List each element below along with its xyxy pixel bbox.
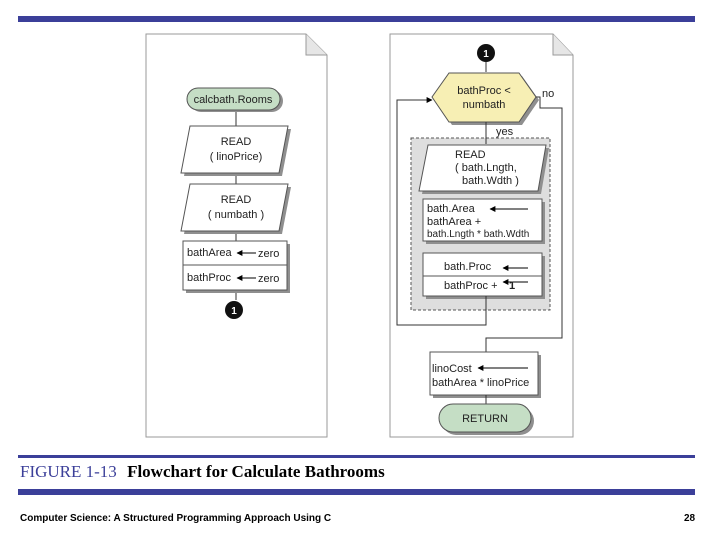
- figure-title: Flowchart for Calculate Bathrooms: [127, 462, 385, 481]
- figure-number: FIGURE 1-13: [20, 462, 117, 481]
- cost-line2: bathArea * linoPrice: [432, 377, 529, 389]
- left-connector: 1: [225, 301, 243, 319]
- proc-increment-box: bath.Proc bathProc + 1: [422, 252, 545, 299]
- return-label: RETURN: [462, 413, 508, 425]
- assign-var-1: bathArea: [187, 247, 233, 259]
- read1-line2: ( linoPrice): [210, 151, 263, 163]
- read1-line1: READ: [221, 136, 252, 148]
- assign-var-2: bathProc: [187, 272, 232, 284]
- assign-value-2: zero: [258, 273, 279, 285]
- right-flowchart-page: 1 bathProc < numbath no yes READ ( bath.…: [389, 33, 574, 438]
- right-connector: 1: [477, 44, 495, 62]
- area-calc-box: bath.Area bathArea + bath.Lngth * bath.W…: [422, 198, 545, 244]
- assign-value-1: zero: [258, 248, 279, 260]
- left-flowchart-page: calcbath.Rooms READ ( linoPrice) READ ( …: [145, 33, 328, 438]
- read-line1: READ: [455, 149, 486, 161]
- caption-rule-bottom: [18, 489, 695, 495]
- area-line3: bath.Lngth * bath.Wdth: [427, 229, 529, 240]
- read2-line2: ( numbath ): [208, 209, 264, 221]
- cost-line1: linoCost: [432, 363, 472, 375]
- start-terminal: calcbath.Rooms: [186, 87, 283, 112]
- return-terminal: RETURN: [438, 403, 534, 435]
- proc-line1: bath.Proc: [444, 261, 492, 273]
- footer-course-title: Computer Science: A Structured Programmi…: [20, 513, 332, 524]
- top-rule: [18, 16, 695, 22]
- start-label: calcbath.Rooms: [194, 94, 273, 106]
- no-label: no: [542, 88, 554, 100]
- yes-label: yes: [496, 126, 514, 138]
- page-number: 28: [684, 513, 696, 524]
- read2-line1: READ: [221, 194, 252, 206]
- read-line3: bath.Wdth ): [462, 175, 519, 187]
- proc-line2: bathProc +: [444, 280, 498, 292]
- initialize-box: bathArea zero bathProc zero: [182, 240, 290, 293]
- cost-calc-box: linoCost bathArea * linoPrice: [429, 351, 541, 398]
- read-line2: ( bath.Lngth,: [455, 162, 517, 174]
- read-lino-price-box: READ ( linoPrice): [180, 125, 291, 176]
- decision-line2: numbath: [463, 99, 506, 111]
- flowchart-diagram: calcbath.Rooms READ ( linoPrice) READ ( …: [145, 33, 574, 438]
- decision-line1: bathProc <: [457, 85, 511, 97]
- area-line1: bath.Area: [427, 203, 476, 215]
- figure-caption: FIGURE 1-13 Flowchart for Calculate Bath…: [20, 462, 385, 482]
- area-line2: bathArea +: [427, 216, 481, 228]
- proc-line3: 1: [509, 280, 515, 292]
- right-connector-label: 1: [483, 49, 489, 60]
- read-bath-dimensions-box: READ ( bath.Lngth, bath.Wdth ): [418, 144, 549, 194]
- loop-decision: bathProc < numbath: [431, 72, 539, 125]
- left-connector-label: 1: [231, 306, 237, 317]
- read-numbath-box: READ ( numbath ): [180, 183, 291, 234]
- caption-rule-top: [18, 455, 695, 458]
